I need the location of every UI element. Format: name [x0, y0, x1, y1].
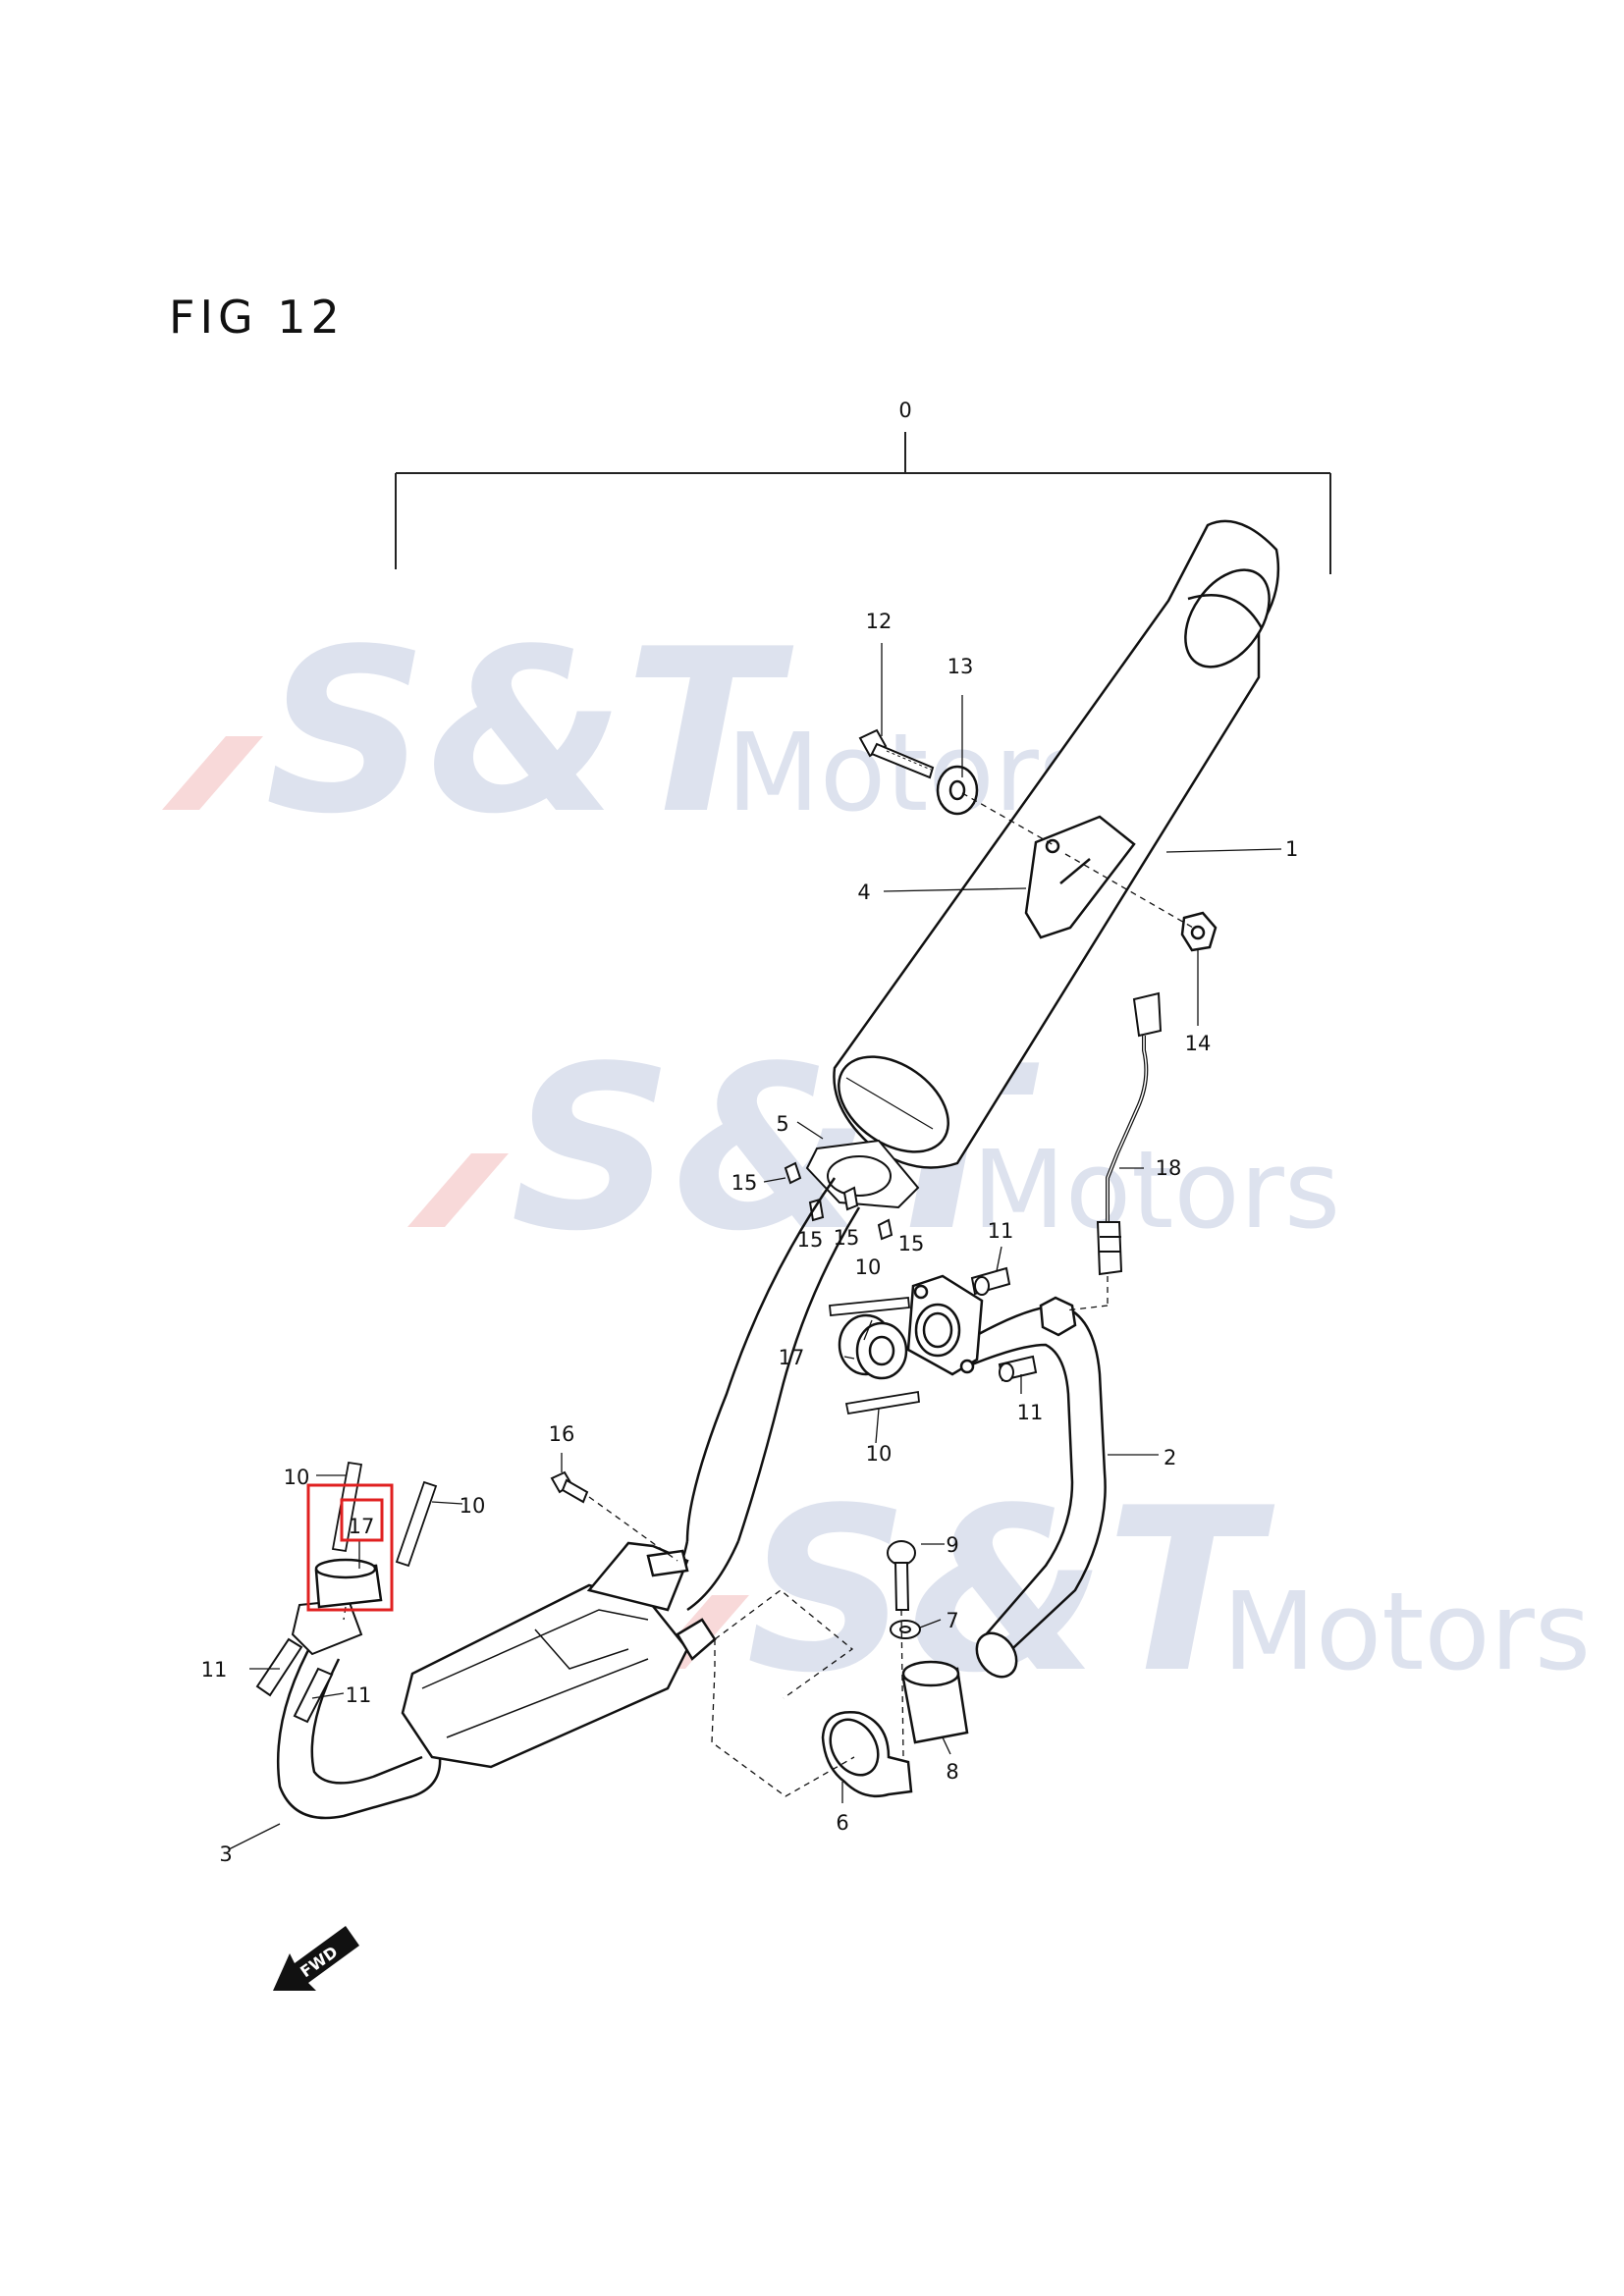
callout-8: 8	[946, 1760, 958, 1784]
flange-joint	[906, 1274, 984, 1376]
callout-11b: 11	[1017, 1401, 1044, 1424]
svg-text:S&T: S&T	[265, 602, 794, 864]
nut-14	[1180, 911, 1218, 952]
callout-15d: 15	[898, 1232, 925, 1255]
callout-4: 4	[857, 881, 870, 904]
leader-lines	[228, 643, 1282, 1850]
callout-15b: 15	[797, 1228, 824, 1252]
callout-15a: 15	[731, 1171, 758, 1195]
washer-7	[890, 1620, 921, 1639]
gasket-17-left	[314, 1558, 383, 1609]
oxygen-sensor	[1096, 991, 1163, 1276]
bolt-16	[550, 1470, 589, 1504]
header-pipe-2	[971, 1296, 1107, 1679]
callout-7: 7	[946, 1609, 958, 1632]
callout-10d: 10	[460, 1494, 486, 1518]
svg-text:S&T: S&T	[746, 1461, 1275, 1723]
callout-17b: 17	[779, 1346, 805, 1369]
svg-text:Motors: Motors	[1222, 1569, 1591, 1694]
clamp-6	[821, 1711, 913, 1798]
part-17-highlight	[306, 1483, 394, 1612]
catalyst-canister	[401, 1541, 717, 1769]
assembly-guides	[343, 792, 1194, 1797]
callout-labels: 0 1 2 3 4 5 6 7 8 9 10 10 10 10 11 11 11…	[201, 399, 1299, 1866]
callout-1: 1	[1285, 837, 1298, 861]
callout-2: 2	[1164, 1446, 1176, 1469]
callout-16: 16	[549, 1422, 575, 1446]
callout-10a: 10	[855, 1255, 882, 1279]
mount-bracket	[1024, 815, 1136, 939]
callout-13: 13	[947, 655, 974, 678]
callout-0: 0	[898, 399, 911, 422]
watermark-1: S&T Motors	[162, 602, 1095, 864]
callout-11c: 11	[201, 1658, 228, 1682]
exhaust-port-flange	[291, 1598, 363, 1656]
header-pipe-3	[276, 1177, 861, 1820]
sleeve-8	[901, 1660, 969, 1744]
callout-18: 18	[1156, 1156, 1182, 1180]
callout-10b: 10	[866, 1442, 893, 1466]
gasket-flange	[805, 1139, 920, 1209]
watermark-3: S&T Motors	[648, 1461, 1591, 1723]
callout-12: 12	[866, 610, 893, 633]
callout-9: 9	[946, 1533, 958, 1557]
figure-title: FIG 12	[169, 291, 345, 344]
callout-5: 5	[776, 1112, 788, 1136]
bolt-12	[858, 728, 935, 779]
callout-11d: 11	[346, 1683, 372, 1707]
bolts-15	[784, 1161, 893, 1241]
callout-10c: 10	[284, 1466, 310, 1489]
callout-3: 3	[219, 1842, 232, 1866]
assembly-bracket	[395, 432, 1331, 574]
svg-text:Motors: Motors	[972, 1127, 1340, 1253]
washer-13	[936, 765, 979, 816]
callout-11a: 11	[988, 1219, 1014, 1243]
gasket-17-right	[838, 1313, 908, 1380]
bolt-9	[887, 1540, 916, 1611]
callout-15c: 15	[834, 1226, 860, 1250]
callout-14: 14	[1185, 1032, 1212, 1055]
fwd-arrow-icon: FWD	[273, 1926, 359, 1991]
studs-10	[331, 1297, 920, 1568]
callout-17a: 17	[349, 1515, 375, 1538]
callout-6: 6	[836, 1811, 848, 1835]
bolts-11	[255, 1266, 1038, 1724]
